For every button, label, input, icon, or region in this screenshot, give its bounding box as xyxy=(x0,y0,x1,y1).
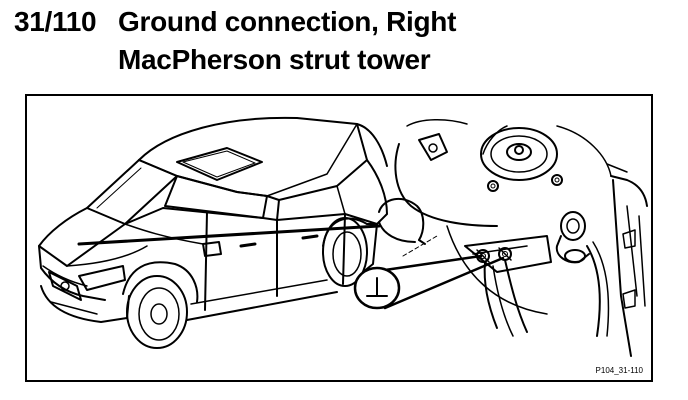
section-number: 31/110 xyxy=(14,6,97,37)
page-title-line1: Ground connection, Right xyxy=(118,6,457,37)
strut-tower-detail xyxy=(378,119,648,357)
ground-callout xyxy=(353,254,505,310)
figure-code: P104_31-110 xyxy=(595,366,643,375)
car-illustration xyxy=(38,116,388,349)
page-title-line2: MacPherson strut tower xyxy=(118,44,431,75)
pointer-line xyxy=(77,224,381,246)
diagram-svg xyxy=(38,116,648,357)
illustration-frame: P104_31-110 xyxy=(25,94,653,382)
